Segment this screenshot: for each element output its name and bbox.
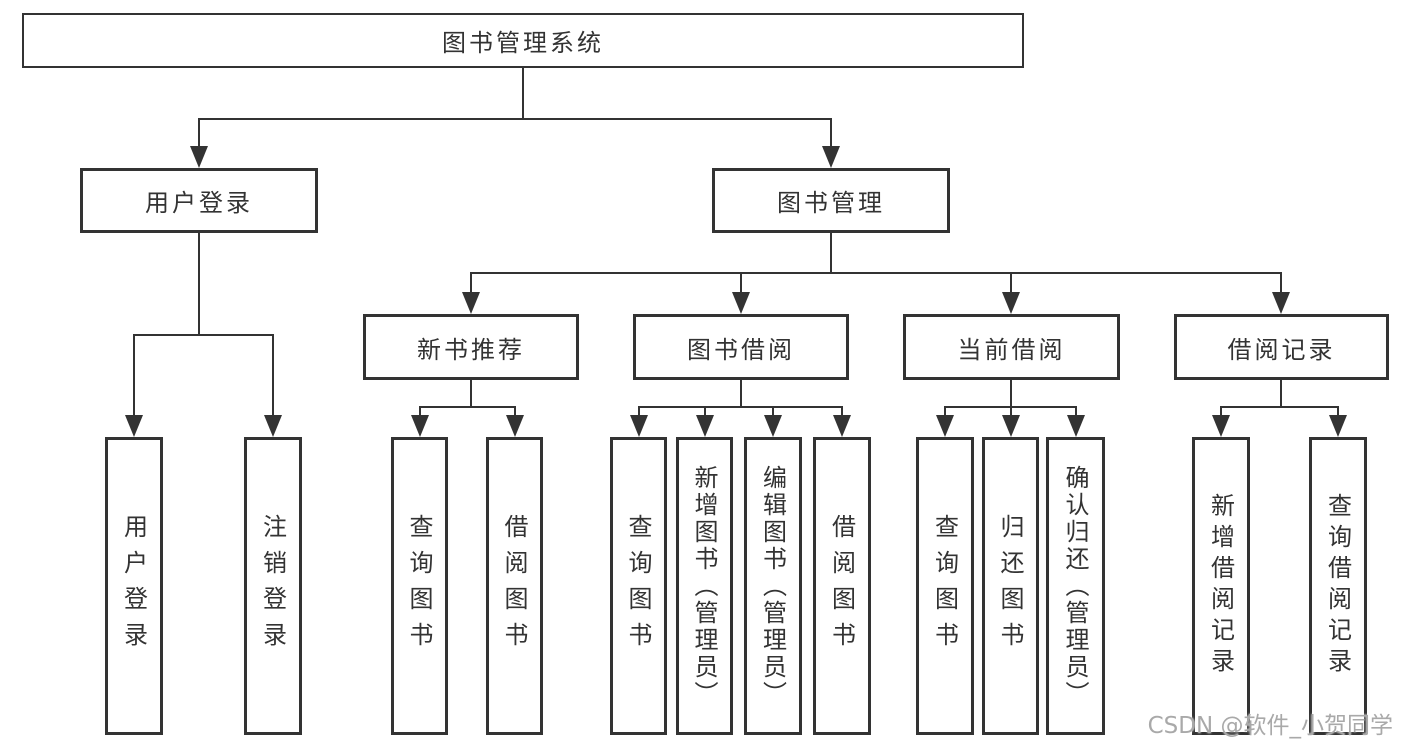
arrowhead-down-icon xyxy=(462,292,480,314)
node-book-management: 图书管理 xyxy=(712,168,950,233)
leaf-query-books-current: 查询图书 xyxy=(916,437,974,735)
connector-line xyxy=(841,406,843,417)
leaf-query-books-recommend: 查询图书 xyxy=(391,437,448,735)
connector-line xyxy=(740,272,742,294)
arrowhead-down-icon xyxy=(411,415,429,437)
leaf-user-login: 用户登录 xyxy=(105,437,163,735)
connector-line xyxy=(638,406,843,408)
leaf-label: 新增图书（管理员） xyxy=(690,464,718,708)
leaf-label: 查询借阅记录 xyxy=(1323,493,1352,679)
leaf-return-book: 归还图书 xyxy=(982,437,1039,735)
arrowhead-down-icon xyxy=(630,415,648,437)
connector-line xyxy=(198,118,200,148)
node-current-borrowing: 当前借阅 xyxy=(903,314,1120,380)
connector-line xyxy=(704,406,706,417)
connector-line xyxy=(1280,380,1282,407)
connector-line xyxy=(830,233,832,274)
connector-line xyxy=(772,406,774,417)
connector-line xyxy=(1010,272,1012,294)
node-label: 当前借阅 xyxy=(957,335,1066,364)
node-book-borrowing: 图书借阅 xyxy=(633,314,849,380)
node-label: 用户登录 xyxy=(145,189,253,217)
leaf-label: 查询图书 xyxy=(930,514,959,658)
leaf-label: 编辑图书（管理员） xyxy=(758,464,787,708)
connector-line xyxy=(1220,406,1222,417)
leaf-label: 归还图书 xyxy=(996,514,1024,658)
connector-line xyxy=(830,118,832,148)
leaf-label: 借阅图书 xyxy=(827,514,856,658)
connector-line xyxy=(1280,272,1282,294)
arrowhead-down-icon xyxy=(1067,415,1085,437)
connector-line xyxy=(133,334,135,416)
leaf-borrow-books-recommend: 借阅图书 xyxy=(486,437,543,735)
connector-line xyxy=(272,334,274,416)
arrowhead-down-icon xyxy=(1002,415,1020,437)
leaf-label: 用户登录 xyxy=(119,514,148,658)
leaf-query-borrow-record: 查询借阅记录 xyxy=(1309,437,1367,735)
connector-line xyxy=(133,334,274,336)
connector-line xyxy=(1010,380,1012,407)
node-new-book-recommendation: 新书推荐 xyxy=(363,314,579,380)
arrowhead-down-icon xyxy=(696,415,714,437)
arrowhead-down-icon xyxy=(125,415,143,437)
node-label: 图书管理系统 xyxy=(442,29,604,57)
node-label: 图书借阅 xyxy=(687,335,795,364)
connector-line xyxy=(1075,406,1077,417)
node-label: 新书推荐 xyxy=(417,335,525,364)
connector-line xyxy=(1337,406,1339,417)
connector-line xyxy=(1010,406,1012,417)
connector-line xyxy=(1220,406,1338,408)
arrowhead-down-icon xyxy=(506,415,524,437)
connector-line xyxy=(419,406,421,417)
connector-line xyxy=(198,118,832,120)
leaf-edit-book-admin: 编辑图书（管理员） xyxy=(744,437,802,735)
arrowhead-down-icon xyxy=(822,146,840,168)
arrowhead-down-icon xyxy=(1329,415,1347,437)
arrowhead-down-icon xyxy=(764,415,782,437)
connector-line xyxy=(638,406,640,417)
leaf-confirm-return-admin: 确认归还（管理员） xyxy=(1046,437,1105,735)
leaf-query-books-borrowing: 查询图书 xyxy=(610,437,667,735)
node-borrowing-records: 借阅记录 xyxy=(1174,314,1389,380)
leaf-label: 注销登录 xyxy=(258,514,287,658)
arrowhead-down-icon xyxy=(190,146,208,168)
connector-line xyxy=(470,380,472,407)
connector-line xyxy=(514,406,516,417)
leaf-add-borrow-record: 新增借阅记录 xyxy=(1192,437,1250,735)
arrowhead-down-icon xyxy=(732,292,750,314)
node-label: 图书管理 xyxy=(777,189,885,217)
connector-line xyxy=(470,272,472,294)
node-library-management-system: 图书管理系统 xyxy=(22,13,1024,68)
leaf-logout: 注销登录 xyxy=(244,437,302,735)
connector-line xyxy=(470,272,1282,274)
arrowhead-down-icon xyxy=(936,415,954,437)
connector-line xyxy=(944,406,946,417)
leaf-borrow-books-borrowing: 借阅图书 xyxy=(813,437,871,735)
arrowhead-down-icon xyxy=(1272,292,1290,314)
watermark: CSDN @软件_小贺同学 xyxy=(1147,713,1393,739)
leaf-add-book-admin: 新增图书（管理员） xyxy=(676,437,733,735)
leaf-label: 借阅图书 xyxy=(500,514,528,658)
connector-line xyxy=(522,68,524,120)
leaf-label: 确认归还（管理员） xyxy=(1061,464,1089,708)
node-label: 借阅记录 xyxy=(1227,335,1336,364)
connector-line xyxy=(198,233,200,335)
arrowhead-down-icon xyxy=(833,415,851,437)
node-user-login: 用户登录 xyxy=(80,168,318,233)
leaf-label: 新增借阅记录 xyxy=(1206,493,1235,679)
arrowhead-down-icon xyxy=(1212,415,1230,437)
leaf-label: 查询图书 xyxy=(624,514,652,658)
leaf-label: 查询图书 xyxy=(405,514,433,658)
connector-line xyxy=(419,406,516,408)
arrowhead-down-icon xyxy=(264,415,282,437)
arrowhead-down-icon xyxy=(1002,292,1020,314)
connector-line xyxy=(740,380,742,407)
